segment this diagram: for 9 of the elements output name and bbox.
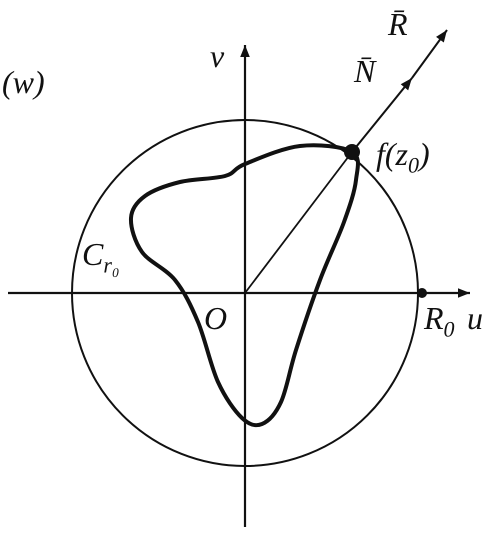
vector-label: N̄ bbox=[354, 55, 376, 87]
point-label: f(z$_{0}$) bbox=[376, 138, 430, 176]
axis-label: v bbox=[210, 40, 224, 72]
vector-label: R̄ bbox=[388, 8, 408, 40]
panel-label: (w) bbox=[2, 66, 45, 98]
origin-label: O bbox=[204, 302, 228, 334]
point-label: R$_{0}$ bbox=[424, 302, 455, 340]
axis-label: u bbox=[467, 302, 483, 334]
curve-label: C$_{r₀}$ bbox=[82, 238, 120, 276]
